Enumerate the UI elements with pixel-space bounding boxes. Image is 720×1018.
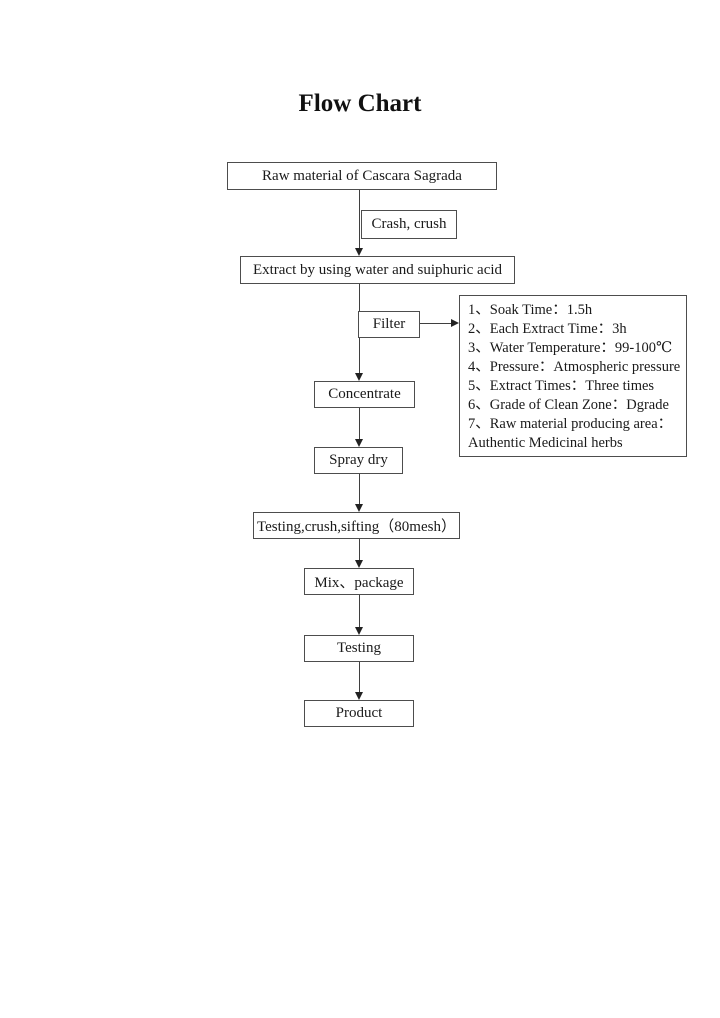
connector-line (420, 323, 452, 324)
node-spray-dry: Spray dry (314, 447, 403, 474)
connector-line (359, 408, 360, 440)
connector-line (359, 190, 360, 249)
arrow-down-icon (355, 692, 363, 700)
node-testing: Testing (304, 635, 414, 662)
node-raw-material: Raw material of Cascara Sagrada (227, 162, 497, 190)
note-line: 6、Grade of Clean Zone：Dgrade (468, 397, 669, 413)
node-product: Product (304, 700, 414, 727)
arrow-down-icon (355, 373, 363, 381)
note-line: 5、Extract Times：Three times (468, 378, 655, 394)
node-filter: Filter (358, 311, 420, 338)
arrow-down-icon (355, 248, 363, 256)
node-crash-crush: Crash, crush (361, 210, 457, 239)
note-line: 4、Pressure：Atmospheric pressure (468, 359, 681, 375)
node-mix-package: Mix、package (304, 568, 414, 595)
note-line: Authentic Medicinal herbs (468, 435, 623, 451)
arrow-down-icon (355, 560, 363, 568)
arrow-right-icon (451, 319, 459, 327)
connector-line (359, 539, 360, 561)
note-line: 3、Water Temperature：99-100℃ (468, 340, 673, 356)
arrow-down-icon (355, 627, 363, 635)
page-title: Flow Chart (298, 90, 422, 117)
connector-line (359, 338, 360, 374)
connector-line (359, 474, 360, 505)
arrow-down-icon (355, 439, 363, 447)
arrow-down-icon (355, 504, 363, 512)
connector-line (359, 595, 360, 628)
node-extract: Extract by using water and suiphuric aci… (240, 256, 515, 284)
connector-line (359, 662, 360, 693)
connector-line (359, 284, 360, 311)
node-testing-crush-sifting: Testing,crush,sifting（80mesh） (253, 512, 460, 539)
node-concentrate: Concentrate (314, 381, 415, 408)
notes-box: 1、Soak Time：1.5h 2、Each Extract Time：3h … (459, 295, 687, 457)
note-line: 2、Each Extract Time：3h (468, 321, 627, 337)
note-line: 7、Raw material producing area： (468, 416, 673, 432)
note-line: 1、Soak Time：1.5h (468, 302, 593, 318)
